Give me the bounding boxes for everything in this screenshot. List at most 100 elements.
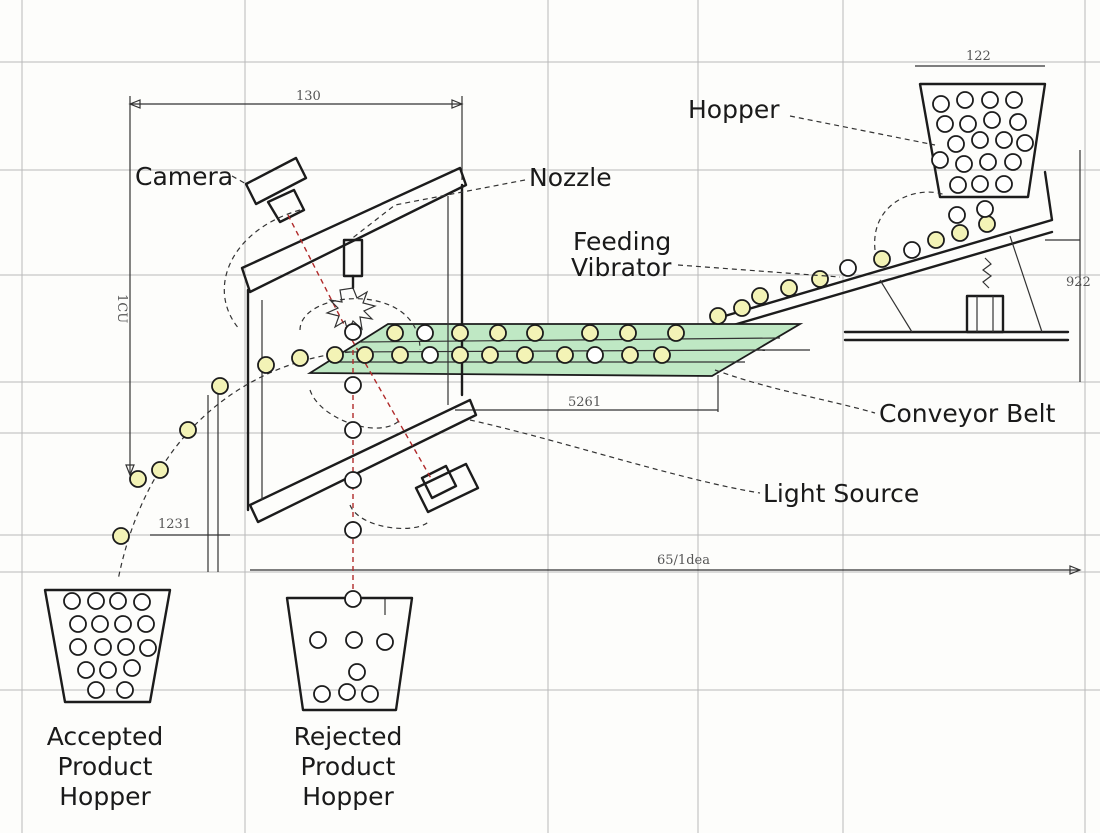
- product-ball: [751, 287, 769, 305]
- product-ball: [948, 206, 966, 224]
- dimension-lines: [125, 65, 1082, 575]
- product-ball: [114, 615, 132, 633]
- inspection-chamber: [240, 166, 478, 524]
- left-height-dimension: 1CU: [114, 294, 129, 323]
- product-ball: [338, 683, 356, 701]
- product-ball: [129, 470, 147, 488]
- product-ball: [117, 638, 135, 656]
- product-ball: [983, 111, 1001, 129]
- product-ball: [667, 324, 685, 342]
- feed-hopper: [918, 82, 1047, 199]
- product-ball: [361, 685, 379, 703]
- hopper-width-dimension: 122: [966, 49, 991, 64]
- product-ball: [932, 95, 950, 113]
- small-height-dimension: 1231: [158, 517, 191, 532]
- product-ball: [733, 299, 751, 317]
- overall-length-dimension: 65/1dea: [657, 553, 710, 568]
- nozzle: [325, 238, 377, 334]
- product-ball: [931, 151, 949, 169]
- hopper-label: Hopper: [688, 95, 780, 124]
- product-ball: [94, 638, 112, 656]
- product-ball: [516, 346, 534, 364]
- product-ball: [344, 421, 362, 439]
- product-ball: [69, 638, 87, 656]
- product-balls: [112, 200, 996, 608]
- right-height-dimension: 922: [1066, 275, 1091, 290]
- product-ball: [116, 681, 134, 699]
- product-ball: [344, 376, 362, 394]
- product-ball: [981, 91, 999, 109]
- product-ball: [951, 224, 969, 242]
- product-ball: [621, 346, 639, 364]
- product-ball: [416, 324, 434, 342]
- product-ball: [978, 215, 996, 233]
- camera-label: Camera: [135, 162, 233, 191]
- feeding-vibrator: [716, 170, 1070, 342]
- product-ball: [109, 592, 127, 610]
- product-ball: [556, 346, 574, 364]
- product-ball: [619, 324, 637, 342]
- product-ball: [873, 250, 891, 268]
- product-ball: [391, 346, 409, 364]
- product-ball: [936, 115, 954, 133]
- product-ball: [976, 200, 994, 218]
- product-ball: [344, 471, 362, 489]
- product-ball: [995, 131, 1013, 149]
- nozzle-label: Nozzle: [529, 163, 612, 192]
- product-ball: [376, 633, 394, 651]
- product-ball: [77, 661, 95, 679]
- product-ball: [451, 346, 469, 364]
- product-ball: [99, 661, 117, 679]
- light-source-label: Light Source: [763, 479, 919, 508]
- product-ball: [586, 346, 604, 364]
- accepted-hopper-label-line3: Hopper: [59, 782, 151, 811]
- product-ball: [133, 593, 151, 611]
- product-ball: [344, 521, 362, 539]
- product-ball: [955, 155, 973, 173]
- rejected-hopper-label-line3: Hopper: [302, 782, 394, 811]
- product-ball: [947, 135, 965, 153]
- product-ball: [179, 421, 197, 439]
- product-ball: [971, 131, 989, 149]
- product-ball: [1009, 113, 1027, 131]
- product-ball: [709, 307, 727, 325]
- product-ball: [581, 324, 599, 342]
- product-ball: [995, 175, 1013, 193]
- product-ball: [386, 324, 404, 342]
- product-ball: [344, 323, 362, 341]
- rejected-hopper-label-line2: Product: [301, 752, 396, 781]
- product-ball: [451, 324, 469, 342]
- rejected-hopper-label-line1: Rejected: [294, 722, 403, 751]
- product-ball: [211, 377, 229, 395]
- product-ball: [291, 349, 309, 367]
- product-ball: [313, 685, 331, 703]
- product-ball: [971, 175, 989, 193]
- product-ball: [345, 631, 363, 649]
- light-source: [414, 462, 480, 514]
- conveyor-belt-label: Conveyor Belt: [879, 399, 1056, 428]
- product-ball: [139, 639, 157, 657]
- product-ball: [151, 461, 169, 479]
- product-ball: [137, 615, 155, 633]
- product-ball: [526, 324, 544, 342]
- product-ball: [87, 592, 105, 610]
- product-ball: [309, 631, 327, 649]
- product-ball: [956, 91, 974, 109]
- camera: [244, 156, 308, 224]
- product-ball: [326, 346, 344, 364]
- product-ball: [959, 115, 977, 133]
- product-ball: [780, 279, 798, 297]
- product-ball: [1016, 134, 1034, 152]
- product-ball: [257, 356, 275, 374]
- product-ball: [811, 270, 829, 288]
- accepted-trajectory: [117, 351, 351, 581]
- accepted-product-hopper: [43, 588, 172, 704]
- product-ball: [927, 231, 945, 249]
- product-ball: [489, 324, 507, 342]
- leader-lines: [231, 115, 936, 494]
- product-ball: [69, 615, 87, 633]
- product-ball: [348, 663, 366, 681]
- product-ball: [949, 176, 967, 194]
- product-ball: [421, 346, 439, 364]
